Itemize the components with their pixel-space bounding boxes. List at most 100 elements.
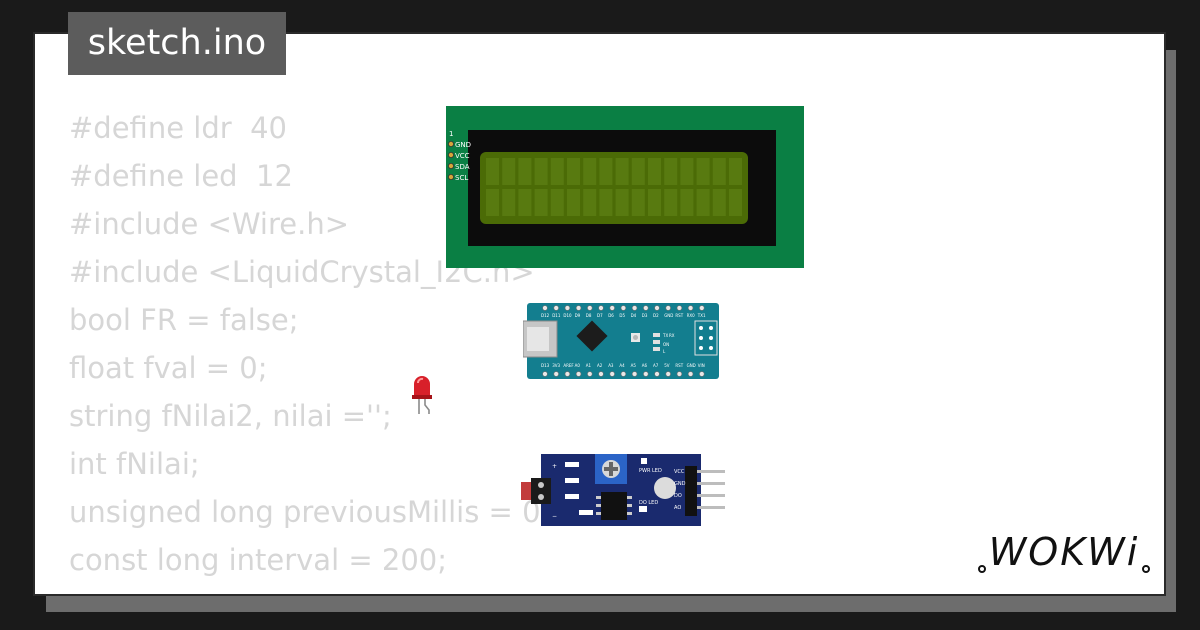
lcd-character-cell [664, 189, 678, 216]
pin-label: GND [687, 363, 696, 368]
lcd-character-cell [550, 189, 564, 216]
code-line: #include <Wire.h> [69, 207, 350, 241]
header-pin[interactable] [620, 305, 627, 311]
header-pin[interactable] [676, 305, 683, 311]
lcd-character-cell [631, 158, 645, 185]
lcd-character-cell [696, 158, 710, 185]
header-pin[interactable] [542, 371, 548, 377]
photoresistor-sensor-module[interactable]: + − PWR LED DO LED VCC GND DO AO [519, 452, 727, 528]
header-pin[interactable] [575, 305, 582, 311]
lcd-character-cell [696, 189, 710, 216]
lcd-display[interactable]: 1 GND VCC SDA SCL [446, 106, 804, 268]
header-pin[interactable] [687, 371, 694, 377]
pin-label: D13 [541, 363, 550, 368]
lcd-character-cell [486, 158, 499, 185]
header-pin[interactable] [631, 305, 638, 311]
lcd-character-cell [664, 158, 678, 185]
header-pin[interactable] [598, 371, 604, 377]
header-pin[interactable] [654, 371, 660, 377]
code-line: int fNilai; [69, 447, 200, 481]
header-pin[interactable] [665, 305, 671, 311]
header-pin[interactable] [587, 371, 593, 377]
header-pin[interactable] [699, 371, 705, 377]
project-preview-card: #define ldr 40#define led 12#include <Wi… [33, 32, 1166, 596]
lcd-character-cell [583, 189, 597, 216]
lcd-character-cell [615, 189, 629, 216]
header-pin[interactable] [665, 371, 671, 377]
lcd-character-cell [680, 189, 694, 216]
code-line: LiquidCrystal_I2C lcd(0x27,16,2); [69, 584, 550, 594]
header-pin[interactable] [687, 305, 694, 311]
file-tab[interactable]: sketch.ino [68, 12, 286, 75]
lcd-character-cell [680, 158, 694, 185]
polarity-minus: − [552, 513, 557, 520]
module-pin-label: GND [674, 481, 686, 487]
header-pin[interactable] [553, 305, 559, 311]
pin-label: RST [675, 363, 683, 368]
pin-label: A6 [642, 363, 648, 368]
header-pin[interactable] [598, 305, 604, 311]
header-pin[interactable] [699, 305, 705, 311]
lcd-character-cell [534, 158, 548, 185]
header-pin[interactable] [587, 305, 593, 311]
lcd-character-cell [486, 189, 499, 216]
header-pin[interactable] [542, 305, 548, 311]
pin-label: RST [675, 313, 683, 318]
lcd-character-cell [567, 189, 580, 216]
lcd-character-cell [615, 158, 629, 185]
header-pin[interactable] [676, 371, 683, 377]
module-pin-label: VCC [674, 469, 685, 475]
code-line: const long interval = 200; [69, 543, 447, 577]
pin-label: D11 [552, 313, 561, 318]
lcd-pin-label: 1 [449, 130, 453, 138]
red-led[interactable] [409, 374, 435, 416]
pin-label: A4 [619, 363, 625, 368]
header-pin[interactable] [575, 371, 582, 377]
lcd-character-cell [648, 189, 661, 216]
header-pin[interactable] [609, 371, 615, 377]
header-pin[interactable] [620, 371, 627, 377]
lcd-pin-label: GND [455, 141, 471, 149]
lcd-character-cell [502, 158, 516, 185]
lcd-character-cell [599, 158, 613, 185]
pin-label: 3V3 [552, 363, 560, 368]
lcd-pin-label: SDA [455, 163, 470, 171]
pin-label: D10 [563, 313, 572, 318]
lcd-pin-label: VCC [455, 152, 470, 160]
lcd-character-cell [729, 189, 742, 216]
code-line: #define ldr 40 [69, 111, 287, 145]
pin-label: D4 [631, 313, 637, 318]
pin-label: D7 [597, 313, 603, 318]
header-pin[interactable] [654, 305, 660, 311]
header-pin[interactable] [553, 371, 559, 377]
pin-label: 5V [664, 363, 670, 368]
polarity-plus: + [552, 463, 557, 470]
lcd-character-cell [518, 189, 532, 216]
module-pin-label: AO [674, 505, 681, 511]
header-pin[interactable] [609, 305, 615, 311]
pin-label: AREF [563, 363, 574, 368]
lcd-character-cell [567, 158, 580, 185]
pin-label: D8 [586, 313, 592, 318]
code-line: float fval = 0; [69, 351, 268, 385]
header-pin[interactable] [564, 305, 571, 311]
lcd-character-cell [712, 158, 726, 185]
header-pin[interactable] [564, 371, 571, 377]
lcd-character-cell [599, 189, 613, 216]
pin-label: D5 [619, 313, 625, 318]
lcd-character-cell [550, 158, 564, 185]
header-pin[interactable] [631, 371, 638, 377]
code-listing: #define ldr 40#define led 12#include <Wi… [69, 104, 550, 594]
lcd-character-cell [631, 189, 645, 216]
lcd-character-cell [712, 189, 726, 216]
pin-label: D6 [608, 313, 614, 318]
header-pin[interactable] [643, 371, 649, 377]
pin-label: A1 [586, 363, 592, 368]
header-pin[interactable] [643, 305, 649, 311]
lcd-character-cell [583, 158, 597, 185]
code-line: string fNilai2, nilai =''; [69, 399, 392, 433]
pin-label: D12 [541, 313, 550, 318]
board-label: ON [663, 342, 669, 347]
pin-label: TX1 [697, 313, 706, 318]
